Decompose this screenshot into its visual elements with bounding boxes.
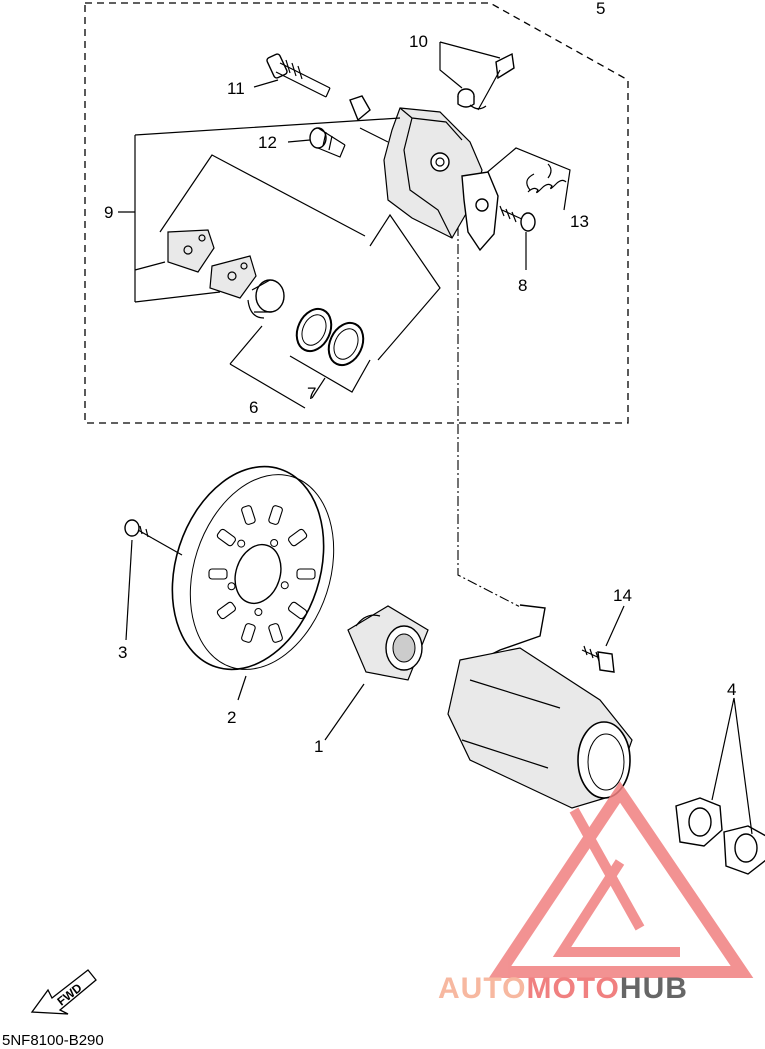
disc-bolt-hole bbox=[270, 538, 279, 547]
disc-hole bbox=[241, 623, 256, 643]
watermark-text: AUTOMOTOHUB bbox=[438, 972, 688, 1005]
part-1-hub-flange bbox=[347, 605, 429, 681]
callout-14: 14 bbox=[613, 586, 632, 605]
callout-11: 11 bbox=[227, 79, 245, 98]
disc-hole bbox=[241, 505, 256, 525]
disc-bolt-hole bbox=[280, 581, 289, 590]
disc-bolt-hole bbox=[254, 607, 263, 616]
part-7-seals bbox=[295, 307, 365, 367]
part-6-piston bbox=[247, 279, 285, 319]
part-14-bolt bbox=[581, 645, 615, 673]
disc-cooling-holes bbox=[208, 505, 316, 643]
callout-8: 8 bbox=[518, 276, 527, 295]
watermark-part-hub: HUB bbox=[620, 972, 688, 1005]
disc-hole bbox=[216, 601, 236, 620]
disc-hole bbox=[296, 568, 316, 580]
part-10-bleed-screw bbox=[457, 52, 515, 111]
callout-7: 7 bbox=[307, 384, 316, 403]
callout-1: 1 bbox=[314, 737, 323, 756]
caliper-body bbox=[349, 95, 483, 239]
watermark-part-auto: AUTO bbox=[438, 972, 526, 1005]
callout-4: 4 bbox=[727, 680, 736, 699]
disc-hole bbox=[208, 568, 228, 580]
callout-2: 2 bbox=[227, 708, 236, 727]
callout-6: 6 bbox=[249, 398, 258, 417]
disc-hole bbox=[268, 505, 283, 525]
disc-hole bbox=[288, 528, 308, 547]
part-2-brake-disc bbox=[171, 465, 335, 671]
part-8-bolt bbox=[499, 205, 536, 232]
callout-3: 3 bbox=[118, 643, 127, 662]
rear-caliper-bracket-housing bbox=[447, 604, 633, 809]
callout-12: 12 bbox=[258, 133, 277, 152]
caliper-lever bbox=[461, 171, 499, 252]
callout-10: 10 bbox=[409, 32, 428, 51]
automotohub-watermark-logo bbox=[488, 781, 754, 978]
part-9-brake-pads bbox=[167, 229, 257, 299]
assembly-leader-line bbox=[457, 190, 531, 613]
callout-13: 13 bbox=[570, 212, 589, 231]
part-13-spring bbox=[526, 163, 567, 194]
callout-5: 5 bbox=[596, 0, 605, 18]
disc-hole bbox=[216, 528, 236, 547]
part-3-disc-bolt bbox=[124, 519, 183, 556]
callout-9: 9 bbox=[104, 203, 113, 222]
part-12-pin bbox=[309, 127, 346, 158]
caliper-assembly-outline bbox=[84, 2, 629, 424]
fwd-arrow-icon: FWD bbox=[30, 969, 97, 1015]
part-11-slide-pin bbox=[266, 53, 331, 98]
watermark-part-moto: MOTO bbox=[526, 972, 619, 1005]
disc-bolt-hole bbox=[227, 582, 236, 591]
disc-hole bbox=[268, 623, 283, 643]
disc-hole bbox=[288, 601, 308, 620]
part-4-nuts bbox=[675, 797, 765, 875]
diagram-code: 5NF8100-B290 bbox=[2, 1032, 104, 1049]
disc-bolt-hole bbox=[237, 539, 246, 548]
